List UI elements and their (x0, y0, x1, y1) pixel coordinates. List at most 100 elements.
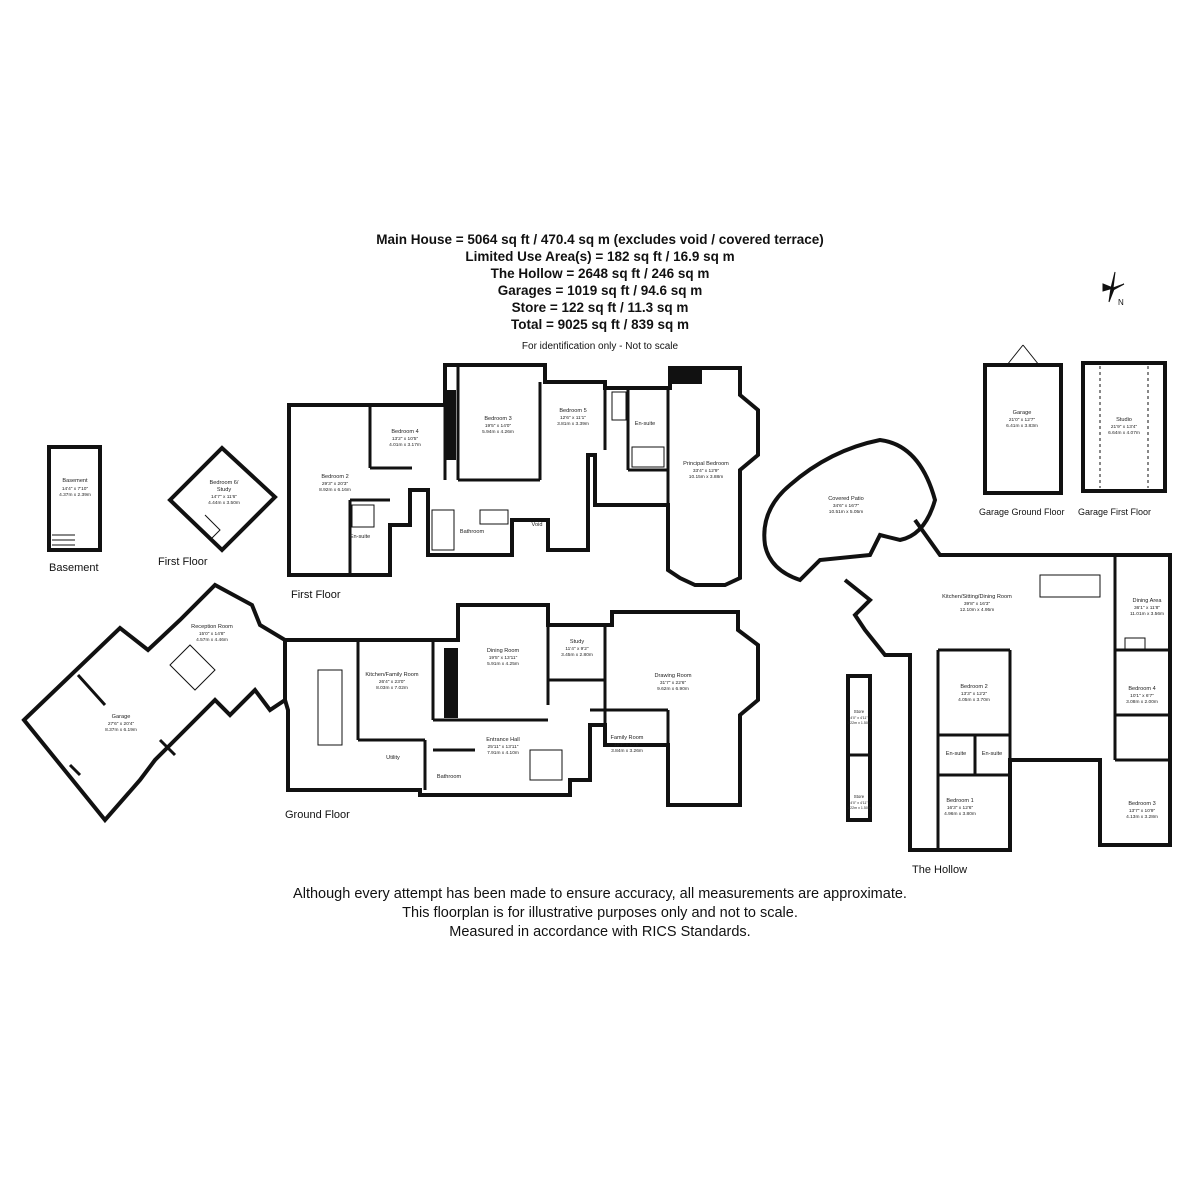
room-studio-imperial: 21'9" x 13'4" (1111, 424, 1138, 430)
room-study-imperial: 11'4" x 9'2" (565, 646, 589, 652)
room-dining-metric: 5.91m x 4.25m (487, 661, 519, 667)
room-drawing-metric: 9.62m x 6.90m (657, 686, 689, 692)
room-covered-patio-metric: 10.51m x 5.05m (829, 509, 863, 515)
room-store1-imperial: 4'0" x 4'11" (850, 716, 868, 720)
label-garage-ground-floor: Garage Ground Floor (979, 507, 1065, 517)
label-basement: Basement (49, 562, 99, 574)
room-principal-imperial: 33'4" x 12'9" (693, 468, 720, 474)
room-bedroom2-name: Bedroom 2 (321, 474, 348, 480)
room-bedroom6-imperial: 14'7" x 11'6" (211, 494, 237, 500)
room-bathroom-ff-name: Bathroom (460, 529, 485, 535)
disclaimer-accuracy: Although every attempt has been made to … (293, 886, 907, 902)
room-bedroom6-metric: 4.44m x 3.50m (208, 500, 240, 506)
room-bedroom3-name: Bedroom 3 (484, 416, 511, 422)
room-kitchen-family-imperial: 26'4" x 23'0" (379, 679, 406, 685)
compass-icon (1102, 271, 1125, 303)
room-hollow-dining-name: Dining Area (1133, 598, 1163, 604)
room-garage-gf-imperial: 21'0" x 12'7" (1009, 417, 1036, 423)
garage-first-plan (1081, 361, 1167, 493)
room-store1-name: Store (854, 709, 865, 714)
bedroom6-plan (167, 445, 278, 553)
room-garage-main-metric: 8.37m x 6.19m (105, 727, 137, 733)
summary-garages: Garages = 1019 sq ft / 94.6 sq m (497, 283, 703, 298)
room-kitchen-family-metric: 8.03m x 7.02m (376, 685, 408, 691)
summary-limited-use: Limited Use Area(s) = 182 sq ft / 16.9 s… (465, 249, 735, 264)
room-dining-imperial: 19'5" x 13'11" (489, 655, 518, 661)
room-store2-name: Store (854, 794, 865, 799)
room-hollow-kitchen-name: Kitchen/Sitting/Dining Room (942, 594, 1012, 600)
room-basement-metric: 4.37m x 2.39m (59, 492, 91, 498)
room-covered-patio-imperial: 34'6" x 16'7" (833, 503, 860, 509)
room-reception-metric: 4.57m x 4.46m (196, 637, 228, 643)
stores-plan (846, 674, 872, 822)
room-bedroom6-name: Bedroom 6/ (210, 480, 239, 486)
room-hollow-kitchen-metric: 12.10m x 4.95m (960, 607, 994, 613)
room-entrance-metric: 7.91m x 4.10m (487, 750, 519, 756)
summary-store: Store = 122 sq ft / 11.3 sq m (511, 300, 689, 315)
room-drawing-imperial: 31'7" x 22'6" (660, 680, 687, 686)
basement-plan (47, 445, 102, 552)
room-hollow-bed1-metric: 4.96m x 3.80m (944, 811, 976, 817)
room-hollow-bed4-name: Bedroom 4 (1128, 686, 1155, 692)
room-study-metric: 3.45m x 2.80m (561, 652, 593, 658)
room-hollow-bed4-metric: 3.08m x 2.00m (1126, 699, 1158, 705)
the-hollow-plan (762, 437, 1172, 852)
garage-ground-plan (983, 344, 1063, 495)
summary-main-house: Main House = 5064 sq ft / 470.4 sq m (ex… (376, 232, 824, 247)
disclaimer-illustrative: This floorplan is for illustrative purpo… (402, 905, 798, 921)
room-study-name: Study (570, 639, 585, 645)
room-covered-patio-name: Covered Patio (828, 496, 863, 502)
room-hollow-ensuite1-name: En-suite (946, 751, 967, 757)
room-principal-name: Principal Bedroom (683, 461, 729, 467)
room-family-name: Family Room (611, 735, 644, 741)
ground-floor-main-plan (283, 603, 760, 807)
label-first-floor-small: First Floor (158, 556, 208, 568)
room-principal-metric: 10.15m x 3.88m (689, 474, 723, 480)
summary-the-hollow: The Hollow = 2648 sq ft / 246 sq m (490, 266, 710, 281)
room-garage-main-imperial: 27'6" x 20'4" (108, 721, 135, 727)
room-hollow-bed3-imperial: 13'7" x 10'9" (1129, 808, 1156, 814)
room-hollow-bed2-imperial: 13'3" x 12'2" (961, 691, 988, 697)
first-floor-plan (287, 363, 760, 587)
room-hollow-dining-imperial: 36'1" x 11'8" (1134, 605, 1160, 611)
room-hollow-kitchen-imperial: 39'8" x 16'3" (964, 601, 991, 607)
label-the-hollow: The Hollow (912, 864, 968, 876)
room-bedroom3-metric: 5.94m x 4.26m (482, 429, 514, 435)
room-hollow-bed3-name: Bedroom 3 (1128, 801, 1155, 807)
room-utility-name: Utility (386, 755, 400, 761)
room-bedroom5-imperial: 12'6" x 11'1" (560, 415, 586, 421)
room-reception-name: Reception Room (191, 624, 233, 630)
room-kitchen-family-name: Kitchen/Family Room (365, 672, 418, 678)
room-garage-main-name: Garage (112, 714, 131, 720)
room-basement-name: Basement (62, 478, 88, 484)
room-ensuite-ff2-name: En-suite (635, 421, 656, 427)
label-garage-first-floor: Garage First Floor (1078, 507, 1152, 517)
room-bedroom2-metric: 8.92m x 6.16m (319, 487, 351, 493)
room-family-metric: 3.84m x 3.26m (611, 748, 643, 754)
room-void-name: Void (532, 522, 543, 528)
room-bedroom6-name2: Study (217, 487, 232, 493)
room-studio-name: Studio (1116, 417, 1132, 423)
compass-label: N (1118, 298, 1124, 307)
ground-floor-west-plan (21, 582, 287, 824)
room-bedroom4-name: Bedroom 4 (391, 429, 418, 435)
room-basement-imperial: 14'4" x 7'10" (62, 486, 89, 492)
room-hollow-bed3-metric: 4.13m x 3.28m (1126, 814, 1158, 820)
room-hollow-bed1-imperial: 16'3" x 12'6" (947, 805, 974, 811)
room-garage-gf-metric: 6.41m x 3.83m (1006, 423, 1038, 429)
room-drawing-name: Drawing Room (655, 673, 692, 679)
room-garage-gf-name: Garage (1013, 410, 1032, 416)
room-hollow-bed1-name: Bedroom 1 (946, 798, 973, 804)
room-labels: Basement 14'4" x 7'10" 4.37m x 2.39m Bed… (59, 408, 1164, 820)
room-hollow-bed4-imperial: 10'1" x 6'7" (1130, 693, 1154, 699)
room-bedroom3-imperial: 19'5" x 14'0" (485, 423, 512, 429)
room-bedroom4-imperial: 13'2" x 10'5" (392, 436, 419, 442)
room-bedroom5-name: Bedroom 5 (559, 408, 586, 414)
room-hollow-ensuite2-name: En-suite (982, 751, 1003, 757)
room-ensuite-ff1-name: En-suite (350, 534, 371, 540)
room-dining-name: Dining Room (487, 648, 520, 654)
room-store1-metric: 1.22m x 1.50m (847, 721, 871, 725)
room-hollow-bed2-metric: 4.05m x 3.70m (958, 697, 990, 703)
room-entrance-imperial: 25'11" x 13'11" (488, 744, 519, 750)
